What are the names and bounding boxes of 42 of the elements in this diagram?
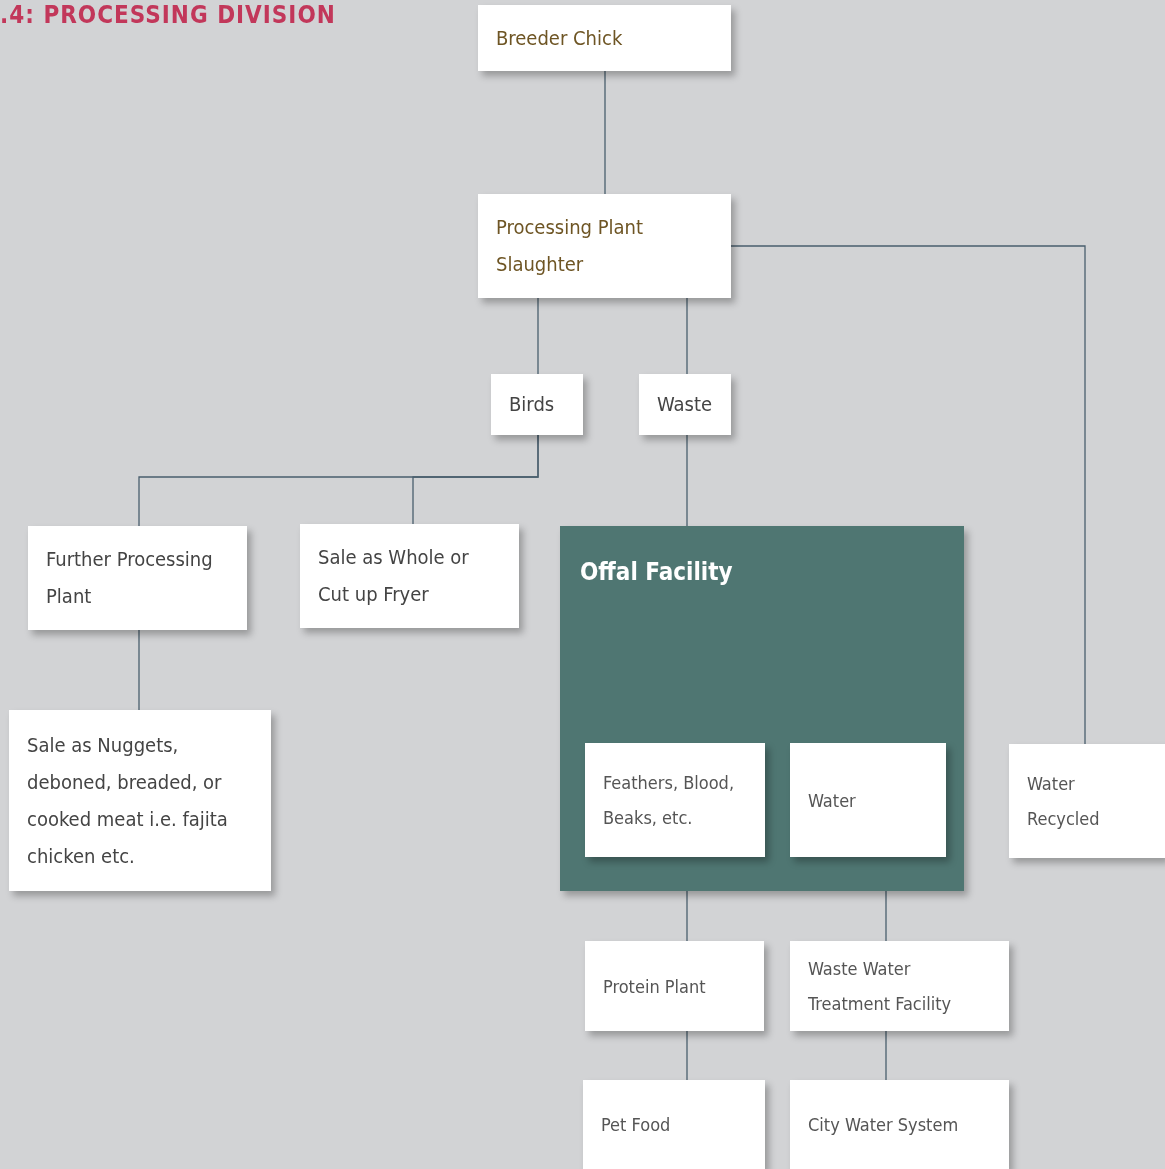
facility-panel [560,526,964,891]
box-label: City Water System [808,1113,960,1137]
box-label: Feathers, Blood, Beaks, etc. [603,771,736,830]
process-box [1009,744,1165,858]
connector-line [730,245,1086,745]
connector-line [138,629,140,711]
process-box [583,1080,765,1169]
process-box [585,743,765,857]
box-label: Water Recycled [1027,772,1101,831]
box-label: Sale as Whole or Cut up Fryer [318,544,470,608]
process-box [639,374,731,435]
connector-line [686,890,688,942]
process-box [790,1080,1009,1169]
connector-line [686,434,688,527]
connector-line [686,1030,688,1081]
connector-line [885,890,887,942]
box-label: Processing Plant Slaughter [496,214,645,278]
process-box [790,743,946,857]
process-box [478,5,731,71]
box-label: Further Processing Plant [46,546,214,610]
box-label: Sale as Nuggets, deboned, breaded, or cooked meat i.e. fajita chicken etc. [27,731,229,870]
connector-line [537,297,539,375]
box-label: Waste Water Treatment Facility [808,957,953,1016]
process-box [300,524,519,628]
box-label: Pet Food [601,1113,672,1137]
box-label: Breeder Chick [496,24,624,52]
process-box [790,941,1009,1031]
process-box [585,941,764,1031]
connector-line [412,434,539,525]
process-box [9,710,271,891]
process-box [491,374,583,435]
panel-heading: Offal Facility [580,558,733,587]
box-label: Waste [657,391,713,418]
box-label: Water [808,788,857,813]
process-box [28,526,247,630]
connector-line [604,70,606,195]
diagram-title: .4: PROCESSING DIVISION [0,1,336,29]
connector-line [686,297,688,375]
box-label: Birds [509,391,556,418]
connector-line [885,1030,887,1081]
process-box [478,194,731,298]
box-label: Protein Plant [603,974,707,999]
